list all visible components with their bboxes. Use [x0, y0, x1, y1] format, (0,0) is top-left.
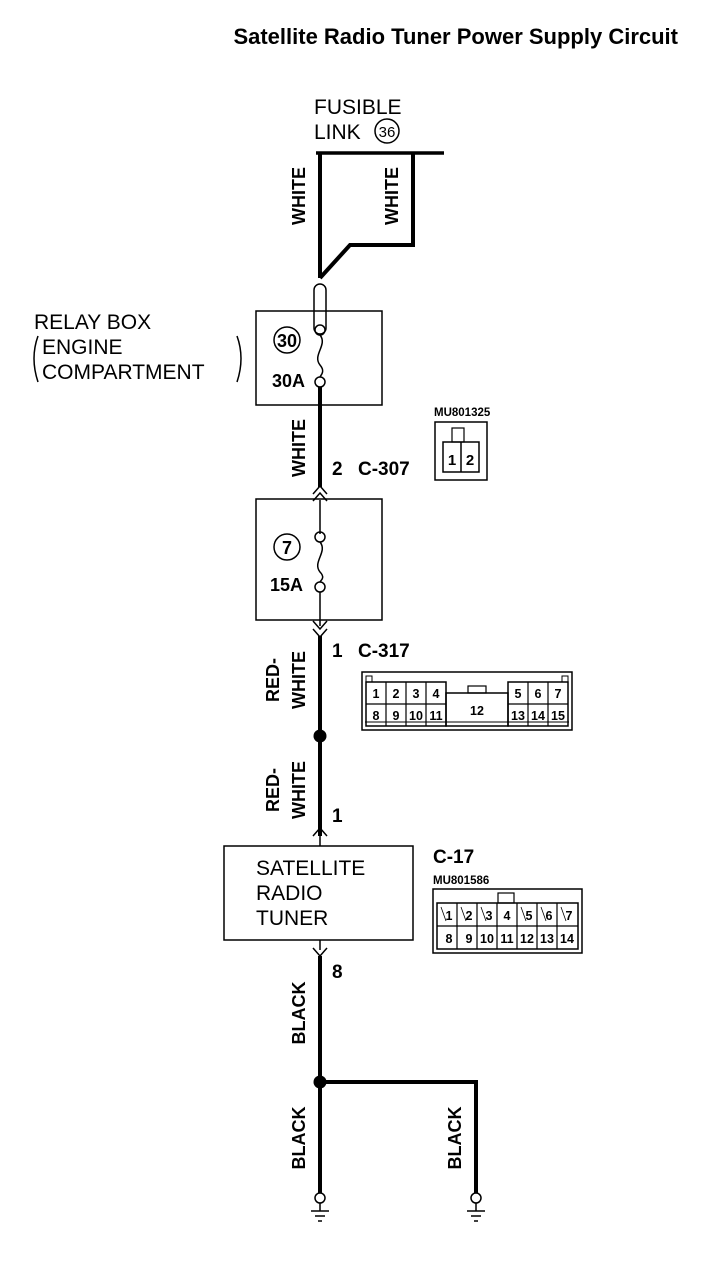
c307-part-number: MU801325 — [434, 407, 491, 419]
c17-cell-hatching — [440, 906, 567, 922]
c317-cell-13: 13 — [511, 709, 525, 723]
relay-box-paren-left — [33, 335, 39, 383]
c307-connector-face — [434, 421, 488, 481]
wire-label-red-white-2-line1: RED- — [263, 768, 283, 812]
wire-label-white-c307: WHITE — [289, 419, 309, 477]
tuner-in-pin-number: 1 — [332, 806, 343, 827]
ground-terminal-left — [314, 1192, 326, 1204]
wire-label-white-right: WHITE — [382, 167, 402, 225]
relay-box-label-line2: ENGINE — [42, 336, 123, 359]
fuse-30-number: 30 — [277, 331, 297, 351]
c317-cell-12: 12 — [470, 704, 484, 718]
c307-pin-chevron-top — [312, 484, 328, 495]
relay-box-label-line3: COMPARTMENT — [42, 361, 205, 384]
relay-box-paren-right — [236, 335, 242, 383]
c17-cell-1: 1 — [446, 909, 453, 923]
c317-connector-name: C-317 — [358, 641, 410, 662]
c317-connector-face — [361, 671, 573, 731]
c307-pin-chevron-bottom — [312, 491, 328, 502]
fuse-7-rating: 15A — [270, 575, 303, 595]
ground-terminal-right — [470, 1192, 482, 1204]
c317-corner-mark-left — [365, 675, 373, 683]
c17-connector-name: C-17 — [433, 847, 474, 868]
tuner-label-line3: TUNER — [256, 907, 328, 930]
c17-cell-6: 6 — [546, 909, 553, 923]
c17-cell-13: 13 — [540, 932, 554, 946]
wire-black-bottom-right — [320, 1080, 478, 1193]
c317-cell-1: 1 — [373, 687, 380, 701]
fuse-7-element — [317, 541, 324, 583]
c317-latch — [467, 685, 487, 694]
c317-cell-2: 2 — [393, 687, 400, 701]
fuse-7-terminal-bottom — [314, 581, 326, 593]
c17-connector-face — [432, 888, 583, 954]
c17-part-number: MU801586 — [433, 875, 489, 887]
wire-label-red-white-1-line1: RED- — [263, 658, 283, 702]
c17-cell-4: 4 — [504, 909, 511, 923]
c307-cell-2: 2 — [466, 452, 474, 469]
diagram-title: Satellite Radio Tuner Power Supply Circu… — [233, 24, 678, 49]
fuse-7-box — [255, 498, 383, 621]
c317-cell-4: 4 — [433, 687, 440, 701]
c307-latch — [451, 427, 465, 443]
c317-cell-15: 15 — [551, 709, 565, 723]
tuner-out-pin-number: 8 — [332, 962, 343, 983]
c317-cell-14: 14 — [531, 709, 545, 723]
c317-cell-9: 9 — [393, 709, 400, 723]
c17-cell-7: 7 — [566, 909, 573, 923]
fusible-link-label-line2: LINK — [314, 121, 361, 144]
wire-label-black-bottom-right: BLACK — [445, 1107, 465, 1170]
c17-cell-5: 5 — [526, 909, 533, 923]
c307-connector-name: C-307 — [358, 459, 410, 480]
wire-label-black-top: BLACK — [289, 982, 309, 1045]
wire-label-black-bottom-left: BLACK — [289, 1107, 309, 1170]
c307-pin-number: 2 — [332, 459, 343, 480]
fuse-30-number-circle — [273, 326, 301, 354]
c317-pin-number: 1 — [332, 641, 343, 662]
relay-box-label-line1: RELAY BOX — [34, 311, 151, 334]
tuner-label-line2: RADIO — [256, 882, 323, 905]
c17-cell-11: 11 — [500, 932, 513, 946]
tuner-in-pin-chevron — [312, 826, 328, 837]
wire-label-red-white-1-line2: WHITE — [289, 651, 309, 709]
c307-cell-1: 1 — [448, 452, 456, 469]
fusible-link-number: 36 — [379, 124, 396, 141]
tuner-label-line1: SATELLITE — [256, 857, 365, 880]
c17-cell-10: 10 — [480, 932, 494, 946]
c317-cell-7: 7 — [555, 687, 562, 701]
c317-cell-5: 5 — [515, 687, 522, 701]
c17-cell-12: 12 — [520, 932, 534, 946]
c317-pin-chevron-top — [312, 620, 328, 631]
satellite-radio-tuner — [223, 845, 414, 941]
fuse-30-terminal-bottom — [314, 376, 326, 388]
wire-label-white-left: WHITE — [289, 167, 309, 225]
c317-cell-11: 11 — [429, 709, 442, 723]
c317-cell-3: 3 — [413, 687, 420, 701]
c17-latch — [497, 892, 515, 904]
c17-cell-3: 3 — [486, 909, 493, 923]
c17-cell-14: 14 — [560, 932, 574, 946]
fuse-30-rating: 30A — [272, 371, 305, 391]
fuse-7-number: 7 — [282, 538, 292, 558]
wire-white-right — [318, 153, 415, 280]
c317-cell-8: 8 — [373, 709, 380, 723]
fuse-7-number-circle — [273, 533, 301, 561]
fusible-link-number-circle — [374, 118, 400, 144]
fuse-30-element — [317, 334, 324, 378]
c317-corner-mark-right — [561, 675, 569, 683]
fusible-link-label-line1: FUSIBLE — [314, 96, 402, 119]
c317-cell-6: 6 — [535, 687, 542, 701]
c317-pin-chevron-bottom — [312, 628, 328, 639]
c17-cell-8: 8 — [446, 932, 453, 946]
c17-cell-9: 9 — [466, 932, 473, 946]
c17-cell-2: 2 — [466, 909, 473, 923]
wire-label-red-white-2-line2: WHITE — [289, 761, 309, 819]
c317-cell-10: 10 — [409, 709, 423, 723]
